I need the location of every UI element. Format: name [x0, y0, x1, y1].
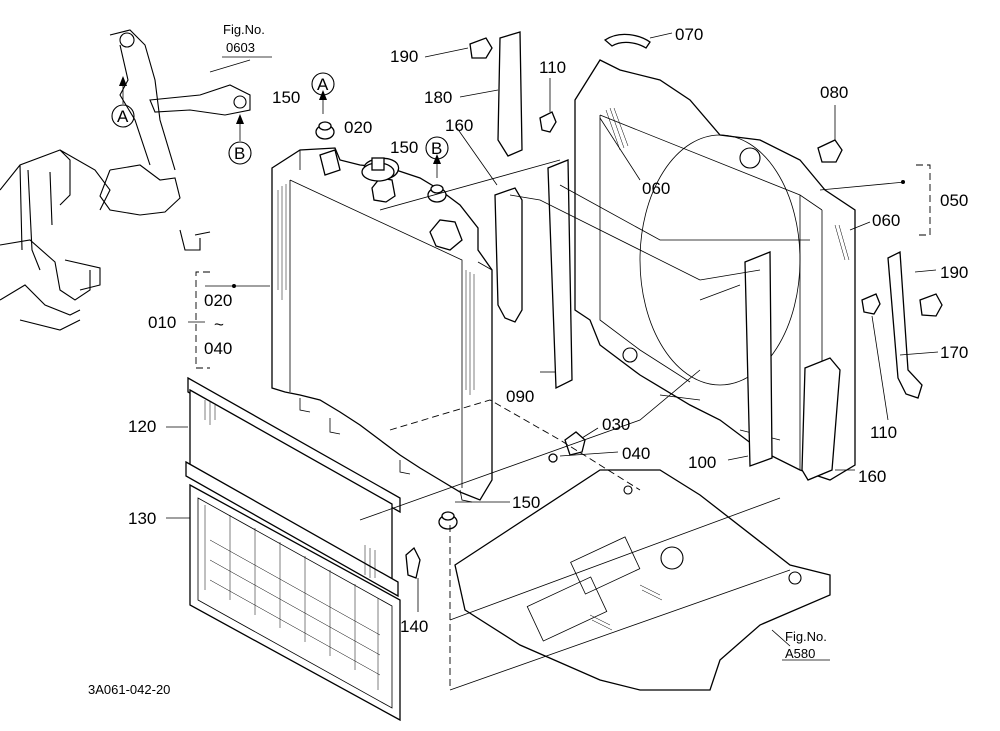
- bracket-160-right: [801, 357, 841, 481]
- label-150-mid: 150: [390, 138, 418, 157]
- label-100: 100: [688, 453, 716, 472]
- screen-120: [185, 376, 401, 598]
- label-020-group: 020: [204, 291, 232, 310]
- label-060-left: 060: [642, 179, 670, 198]
- label-140: 140: [400, 617, 428, 636]
- frame-structure: [0, 29, 251, 331]
- ref-b-right: B: [431, 139, 442, 158]
- label-160-left: 160: [445, 116, 473, 135]
- floor-plate: [454, 469, 831, 691]
- label-110-right: 110: [870, 423, 897, 442]
- radiator-cap: [361, 157, 395, 182]
- label-040-group: 040: [204, 339, 232, 358]
- label-tilde: ~: [214, 315, 224, 334]
- label-010: 010: [148, 313, 176, 332]
- ref-a-left: A: [117, 107, 129, 126]
- label-020-cap: 020: [344, 118, 372, 137]
- label-160-right: 160: [858, 467, 886, 486]
- label-190-right: 190: [940, 263, 968, 282]
- label-060-right: 060: [872, 211, 900, 230]
- figure-references: Fig.No. 0603 Fig.No. A580: [222, 22, 827, 661]
- label-190-left: 190: [390, 47, 418, 66]
- bracket-180: [497, 31, 523, 157]
- label-150-left: 150: [272, 88, 300, 107]
- label-170: 170: [940, 343, 968, 362]
- label-180: 180: [424, 88, 452, 107]
- fig-ref-bottom-line2: A580: [785, 646, 815, 661]
- group-brackets: [195, 164, 931, 369]
- clip-140: [405, 546, 421, 579]
- label-080: 080: [820, 83, 848, 102]
- bracket-090: [547, 159, 573, 390]
- bracket-100: [744, 251, 773, 467]
- ref-b-left: B: [234, 144, 245, 163]
- label-150-bottom: 150: [512, 493, 540, 512]
- bracket-170: [887, 250, 923, 399]
- label-050: 050: [940, 191, 968, 210]
- fig-ref-top-line2: 0603: [226, 40, 255, 55]
- label-110-left: 110: [539, 58, 566, 77]
- assembly-lines: [359, 159, 810, 691]
- label-090: 090: [506, 387, 534, 406]
- screen-130: [189, 483, 401, 722]
- bracket-160-left: [494, 187, 523, 323]
- bushing-parts: [315, 121, 458, 530]
- label-120: 120: [128, 417, 156, 436]
- drawing-code: 3A061-042-20: [88, 682, 170, 697]
- label-040: 040: [622, 444, 650, 463]
- ref-marks: [111, 72, 449, 178]
- fig-ref-bottom-line1: Fig.No.: [785, 629, 827, 644]
- fig-ref-top-line1: Fig.No.: [223, 22, 265, 37]
- label-070: 070: [675, 25, 703, 44]
- bolt-080: [817, 139, 843, 163]
- hose-070: [603, 33, 651, 49]
- leader-lines: [166, 32, 939, 661]
- ref-a-right: A: [317, 75, 329, 94]
- fan-shroud: [574, 59, 856, 481]
- label-030: 030: [602, 415, 630, 434]
- ref-letters: A B A B: [117, 75, 442, 163]
- part-labels: 010 020 ~ 040 020 030 040 050 060 060 07…: [128, 25, 968, 636]
- label-130: 130: [128, 509, 156, 528]
